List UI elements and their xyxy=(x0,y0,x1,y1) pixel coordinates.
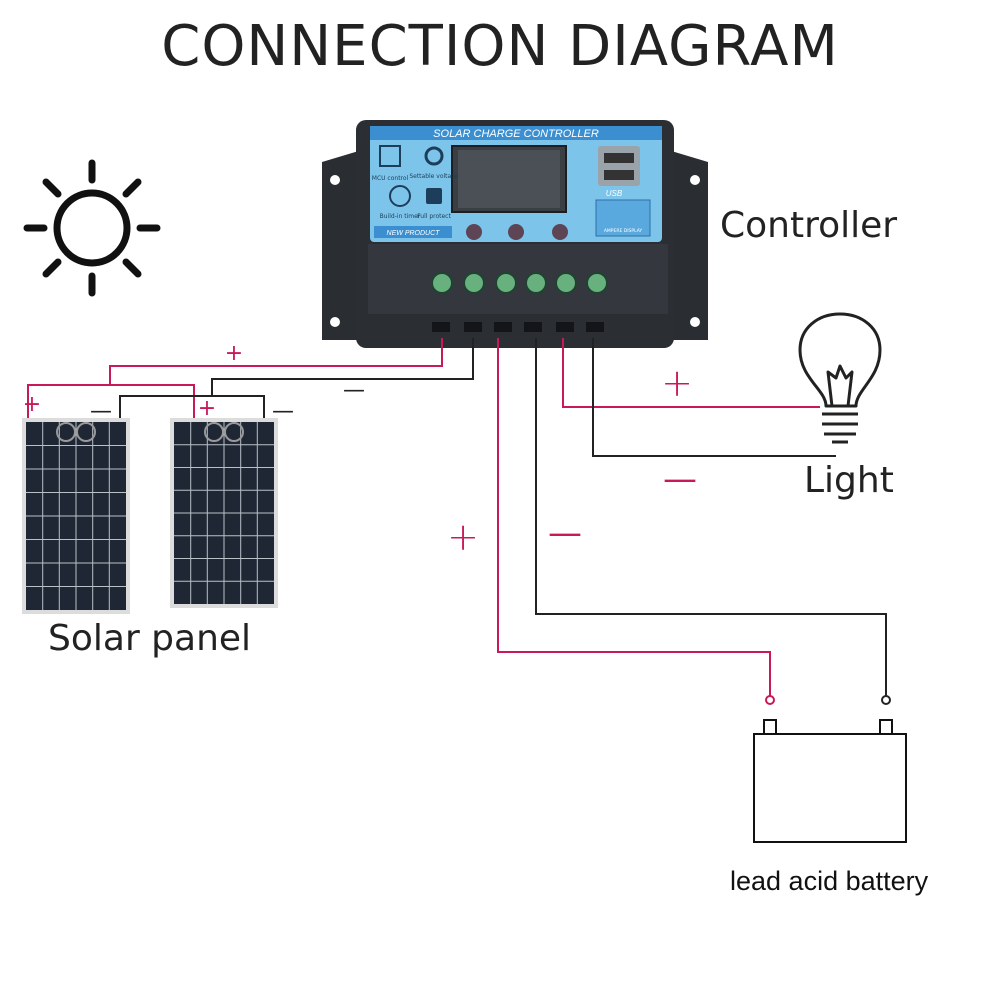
battery-negative-terminal-dot xyxy=(881,695,891,705)
panel-positive-wires xyxy=(27,338,443,418)
feature-mcu-text: MCU control xyxy=(372,175,409,182)
light-label: Light xyxy=(804,460,894,501)
battery-icon xyxy=(753,719,907,843)
solar-panel-left xyxy=(22,418,130,614)
usb-text: USB xyxy=(606,189,623,198)
panel-series-plus-sign: + xyxy=(225,341,243,366)
light-bulb-icon xyxy=(798,312,882,444)
battery-negative-wire xyxy=(535,338,887,696)
ampere-display-text: AMPERE DISPLAY xyxy=(604,228,643,234)
feature-timer-text: Build-in timer xyxy=(380,213,421,220)
battery-label: lead acid battery xyxy=(730,866,929,896)
page-title: CONNECTION DIAGRAM xyxy=(161,14,839,79)
panel2-minus-sign: — xyxy=(272,399,294,424)
panel-negative-wires xyxy=(119,338,474,418)
panel-series-minus-sign: — xyxy=(343,378,365,403)
feature-voltage-text: Settable voltage xyxy=(409,173,459,180)
new-product-text: NEW PRODUCT xyxy=(387,230,441,237)
solar-panel-right xyxy=(170,418,278,608)
battery-positive-wire xyxy=(497,338,771,696)
battery-minus-sign: — xyxy=(548,513,582,553)
controller-label: Controller xyxy=(720,205,898,246)
charge-controller xyxy=(322,120,708,348)
panel1-plus-sign: + xyxy=(23,392,41,417)
controller-header-text: SOLAR CHARGE CONTROLLER xyxy=(433,128,599,140)
battery-plus-sign: + xyxy=(447,515,479,559)
battery-positive-terminal-dot xyxy=(765,695,775,705)
panel2-plus-sign: + xyxy=(198,396,216,421)
light-negative-wire xyxy=(592,338,836,457)
light-positive-wire xyxy=(562,338,820,408)
solar-panel-label: Solar panel xyxy=(48,618,252,659)
panel1-minus-sign: — xyxy=(90,399,112,424)
feature-protect-text: Full protect xyxy=(417,213,451,220)
sun-icon xyxy=(23,159,161,297)
light-plus-sign: + xyxy=(661,361,693,405)
light-minus-sign: — xyxy=(663,459,697,499)
